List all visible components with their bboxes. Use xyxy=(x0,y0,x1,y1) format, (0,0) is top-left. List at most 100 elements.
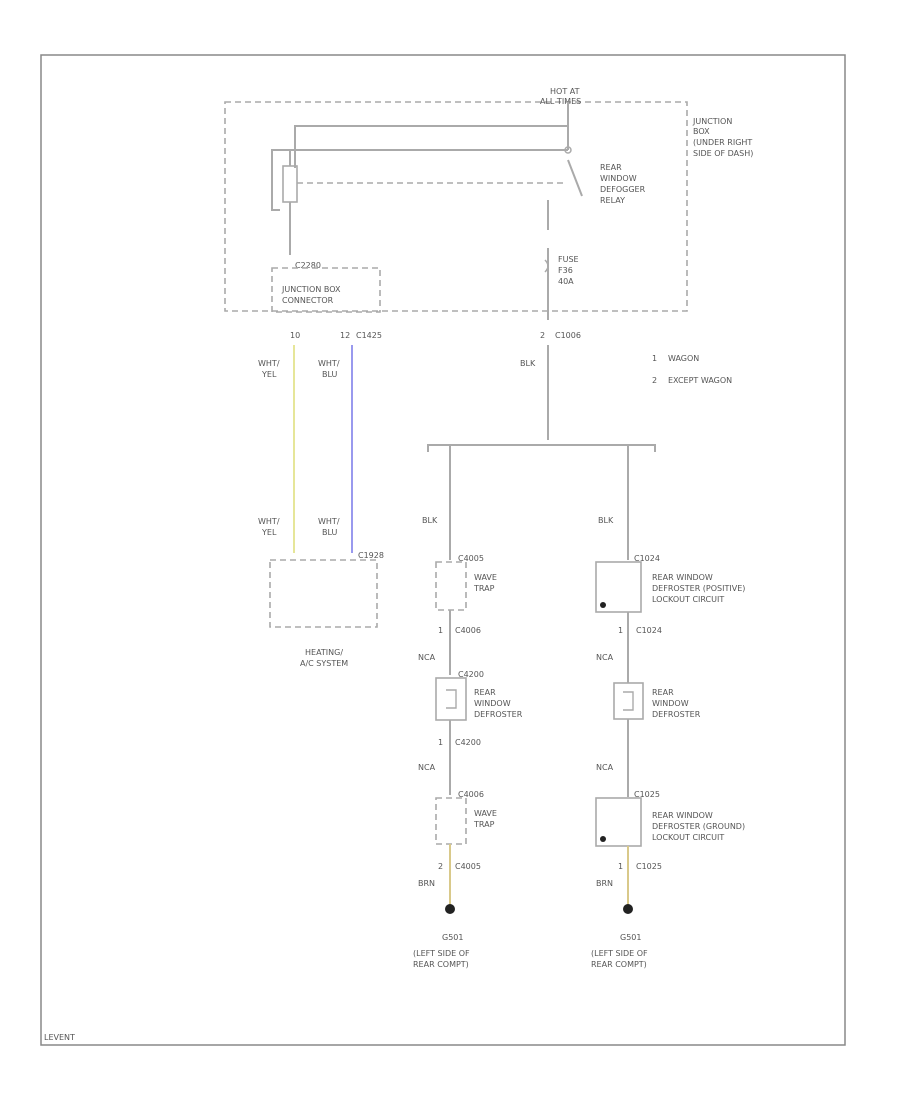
pin-left: 10 xyxy=(290,331,300,340)
blk-label-left: BLK xyxy=(422,516,438,525)
right-defroster-label-2: WINDOW xyxy=(652,699,689,708)
whtyel-label-bottom-1: WHT/ xyxy=(258,517,280,526)
right-defroster-label-3: DEFROSTER xyxy=(652,710,701,719)
left-wave-trap-2 xyxy=(435,797,467,845)
right-c1: C1024 xyxy=(636,626,662,635)
relay-label-2: WINDOW xyxy=(600,174,637,183)
circuit-mid: C1425 xyxy=(356,331,382,340)
right-lock2-label-3: LOCKOUT CIRCUIT xyxy=(652,833,724,842)
left-nca-1: NCA xyxy=(418,653,436,662)
right-lockout-positive-dot xyxy=(600,602,606,608)
hot-label-1: HOT AT xyxy=(550,87,580,96)
left-ground-label-1: (LEFT SIDE OF xyxy=(413,949,470,958)
fuse-label-1: FUSE xyxy=(558,255,579,264)
jb-label-2: BOX xyxy=(693,127,710,136)
circuit-right: C1006 xyxy=(555,331,581,340)
right-lock1-conn: C1024 xyxy=(634,554,660,563)
left-defroster-conn: C4200 xyxy=(458,670,484,679)
whtyel-label-bottom-2: YEL xyxy=(261,528,277,537)
hot-label-2: ALL TIMES xyxy=(540,97,581,106)
left-defroster-symbol xyxy=(446,689,457,709)
fuse-label-2: F36 xyxy=(558,266,573,275)
pin-right: 2 xyxy=(540,331,545,340)
left-trap1-label-1: WAVE xyxy=(474,573,497,582)
relay-contact xyxy=(564,146,572,154)
left-c1-num: 1 xyxy=(438,626,443,635)
note-1-text: WAGON xyxy=(668,354,699,363)
right-nca-1: NCA xyxy=(596,653,614,662)
left-wave-trap-1 xyxy=(435,561,467,611)
right-defroster xyxy=(613,682,644,720)
left-ground-label-2: REAR COMPT) xyxy=(413,960,469,969)
left-defroster-label-3: DEFROSTER xyxy=(474,710,523,719)
left-ground: G501 xyxy=(442,933,463,942)
note-1-num: 1 xyxy=(652,354,657,363)
whtblu-label-top-1: WHT/ xyxy=(318,359,340,368)
left-c1: C4006 xyxy=(455,626,481,635)
jb-connector-label-1: JUNCTION BOX xyxy=(281,285,341,294)
blk-label-main: BLK xyxy=(520,359,536,368)
whtyel-label-top-2: YEL xyxy=(261,370,277,379)
connector-top-left: C2280 xyxy=(295,261,321,270)
junction-box-outline xyxy=(224,101,688,312)
jb-connector xyxy=(271,267,381,313)
hvac-connector: C1928 xyxy=(358,551,384,560)
left-c3-num: 2 xyxy=(438,862,443,871)
left-trap2-conn: C4006 xyxy=(458,790,484,799)
relay-coil xyxy=(282,165,298,203)
right-lockout-ground xyxy=(595,797,642,847)
left-defroster xyxy=(435,677,467,721)
hvac-label-2: A/C SYSTEM xyxy=(300,659,348,668)
left-ground-icon xyxy=(445,904,455,914)
right-c3-num: 1 xyxy=(618,862,623,871)
left-c2-num: 1 xyxy=(438,738,443,747)
relay-label-1: REAR xyxy=(600,163,622,172)
jb-label-4: SIDE OF DASH) xyxy=(693,149,753,158)
whtblu-label-top-2: BLU xyxy=(322,370,338,379)
right-lock1-label-3: LOCKOUT CIRCUIT xyxy=(652,595,724,604)
relay-label-3: DEFOGGER xyxy=(600,185,646,194)
fuse-label-3: 40A xyxy=(558,277,574,286)
relay-label-4: RELAY xyxy=(600,196,625,205)
left-trap2-label-1: WAVE xyxy=(474,809,497,818)
whtblu-label-bottom-2: BLU xyxy=(322,528,338,537)
right-lockout-positive xyxy=(595,561,642,613)
note-2-num: 2 xyxy=(652,376,657,385)
left-c2: C4200 xyxy=(455,738,481,747)
right-lock2-label-2: DEFROSTER (GROUND) xyxy=(652,822,745,831)
left-c3: C4005 xyxy=(455,862,481,871)
splice-bar xyxy=(427,444,656,452)
jb-connector-label-2: CONNECTOR xyxy=(282,296,334,305)
left-defroster-label-1: REAR xyxy=(474,688,496,697)
whtyel-label-top-1: WHT/ xyxy=(258,359,280,368)
right-lock2-label-1: REAR WINDOW xyxy=(652,811,713,820)
fuse-symbol xyxy=(544,259,549,273)
right-ground-icon xyxy=(623,904,633,914)
right-lock1-label-1: REAR WINDOW xyxy=(652,573,713,582)
left-brn-label: BRN xyxy=(418,879,435,888)
hvac-box xyxy=(269,559,378,628)
whtblu-label-bottom-1: WHT/ xyxy=(318,517,340,526)
right-defroster-symbol xyxy=(623,691,634,711)
pin-mid: 12 xyxy=(340,331,350,340)
right-lock1-label-2: DEFROSTER (POSITIVE) xyxy=(652,584,745,593)
jb-label-1: JUNCTION xyxy=(692,117,732,126)
right-c3: C1025 xyxy=(636,862,662,871)
left-trap2-label-2: TRAP xyxy=(473,820,495,829)
hvac-label-1: HEATING/ xyxy=(305,648,343,657)
relay-switch-arm xyxy=(567,159,583,197)
right-lock2-conn: C1025 xyxy=(634,790,660,799)
right-brn-label: BRN xyxy=(596,879,613,888)
left-defroster-label-2: WINDOW xyxy=(474,699,511,708)
note-2-text: EXCEPT WAGON xyxy=(668,376,732,385)
bus-wire-top xyxy=(294,125,568,168)
left-trap1-conn: C4005 xyxy=(458,554,484,563)
blk-label-right: BLK xyxy=(598,516,614,525)
right-nca-2: NCA xyxy=(596,763,614,772)
left-nca-2: NCA xyxy=(418,763,436,772)
right-ground-label-1: (LEFT SIDE OF xyxy=(591,949,648,958)
left-trap1-label-2: TRAP xyxy=(473,584,495,593)
jb-label-3: (UNDER RIGHT xyxy=(693,138,752,147)
relay-coil-bracket xyxy=(271,149,280,211)
